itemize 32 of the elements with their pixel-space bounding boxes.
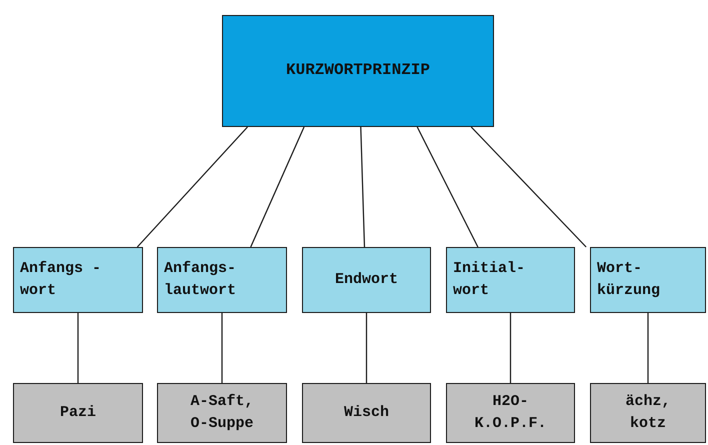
connector-line	[250, 126, 305, 248]
box-label: A-Saft, O-Suppe	[189, 392, 254, 434]
box-label: Wisch	[344, 403, 389, 424]
example-box	[446, 383, 575, 443]
connector-line	[366, 313, 368, 383]
category-box	[590, 247, 706, 313]
root-box	[222, 15, 494, 127]
example-box	[13, 383, 143, 443]
connector-line	[416, 126, 478, 248]
example-box	[302, 383, 431, 443]
connector-line	[647, 313, 649, 383]
category-box	[13, 247, 143, 313]
connector-line	[136, 126, 248, 248]
box-label: Anfangs -wort	[20, 259, 101, 301]
example-box	[590, 383, 706, 443]
connector-line	[470, 126, 587, 248]
example-box	[157, 383, 287, 443]
box-label: Endwort	[334, 270, 398, 290]
connector-line	[510, 313, 512, 383]
box-label: Anfangs- lautwort	[164, 259, 238, 301]
box-label: Initial- wort	[453, 259, 526, 301]
connector-line	[360, 126, 366, 248]
box-label: Wort- kürzung	[597, 259, 662, 301]
box-label: Pazi	[60, 403, 96, 424]
box-label: H2O- K.O.P.F.	[473, 392, 548, 434]
box-label: KURZWORTPRINZIP	[286, 60, 430, 82]
category-box	[157, 247, 287, 313]
category-box	[446, 247, 575, 313]
category-box	[302, 247, 431, 313]
connector-line	[77, 313, 79, 383]
connector-line	[221, 313, 223, 383]
box-label: ächz, kotz	[624, 392, 672, 434]
